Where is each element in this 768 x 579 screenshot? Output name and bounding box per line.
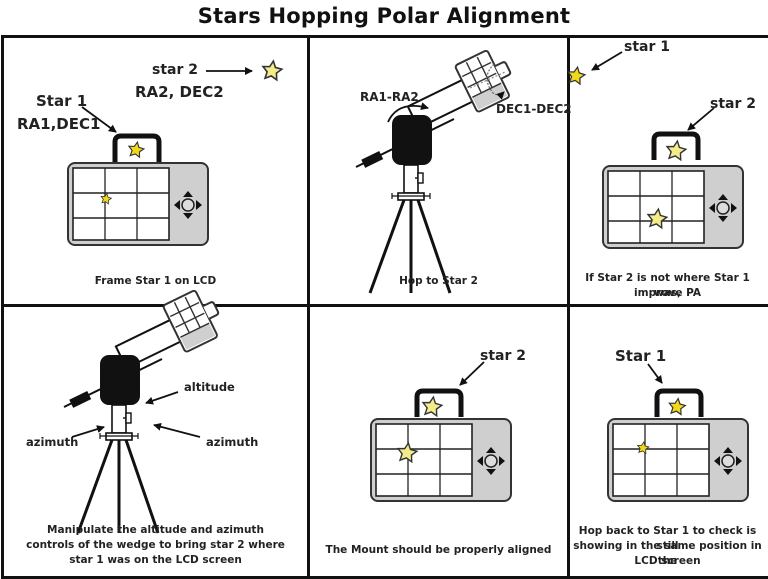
star-1-label: Star 1: [615, 347, 667, 365]
star-1-label: Star 1: [36, 92, 88, 110]
star-2-icon: [260, 58, 284, 82]
panel-6-caption-line-3: LCD screen: [634, 555, 701, 567]
dec-label: DEC1-DEC2: [496, 102, 572, 116]
panel-1-illustration: [67, 58, 284, 246]
star-2-coords-label: RA2, DEC2: [135, 83, 224, 101]
panel-4-caption-line-1: Manipulate the altitude and azimuth: [47, 524, 264, 536]
camera-icon: [67, 162, 209, 246]
ra-label: RA1-RA2: [360, 90, 419, 104]
telescope-mount-icon: [62, 283, 230, 535]
page-title: Stars Hopping Polar Alignment: [197, 4, 571, 28]
altitude-label: altitude: [184, 380, 235, 394]
azimuth-right-label: azimuth: [206, 435, 259, 449]
panel-2-illustration: [354, 43, 522, 295]
panel-6-illustration: [607, 363, 749, 502]
panel-6-caption-line-1: Hop back to Star 1 to check is still: [578, 525, 757, 552]
panel-properly-aligned: star 2 The Mount should be properly alig…: [310, 307, 567, 573]
star-1-offscreen-icon: [565, 65, 587, 86]
panel-frame-star-1: Star 1 RA1,DEC1 star 2 RA2, DEC2 Frame S…: [4, 38, 307, 304]
panel-2-caption: Hop to Star 2: [399, 275, 478, 287]
panel-hop-to-star-2: RA1-RA2 DEC1-DEC2 Hop to Star 2: [310, 38, 572, 304]
panel-5-caption: The Mount should be properly aligned: [325, 544, 552, 556]
telescope-mount-icon: [354, 43, 522, 295]
camera-icon: [602, 165, 744, 249]
panel-3-illustration: [565, 51, 744, 249]
panel-3-caption-line-2: improve PA: [634, 287, 701, 299]
panel-1-caption: Frame Star 1 on LCD: [94, 275, 217, 287]
star-2-label: star 2: [480, 348, 526, 364]
divider-horizontal: [1, 304, 768, 307]
panel-hop-back-star-1: Star 1 Hop back to Star 1 to check is st…: [570, 307, 765, 573]
panel-6-caption-line-2: showing in the same position in the: [573, 540, 762, 567]
panel-4-caption-line-3: star 1 was on the LCD screen: [69, 554, 242, 566]
panel-improve-pa: star 1 star 2 If Star 2 is not where Sta…: [565, 38, 765, 304]
camera-icon: [607, 418, 749, 502]
panel-4-illustration: [62, 283, 230, 535]
azimuth-left-label: azimuth: [26, 435, 79, 449]
star-1-coords-label: RA1,DEC1: [17, 115, 101, 133]
star-1-label: star 1: [624, 39, 670, 55]
panel-manipulate-wedge: altitude azimuth azimuth Manipulate the …: [4, 283, 307, 573]
panel-5-illustration: [370, 361, 512, 502]
star-2-label: star 2: [710, 96, 756, 112]
camera-icon: [370, 418, 512, 502]
panel-3-caption-line-1: If Star 2 is not where Star 1 was,: [585, 272, 750, 299]
panel-4-caption-line-2: controls of the wedge to bring star 2 wh…: [26, 539, 285, 551]
star-2-label: star 2: [152, 62, 198, 78]
